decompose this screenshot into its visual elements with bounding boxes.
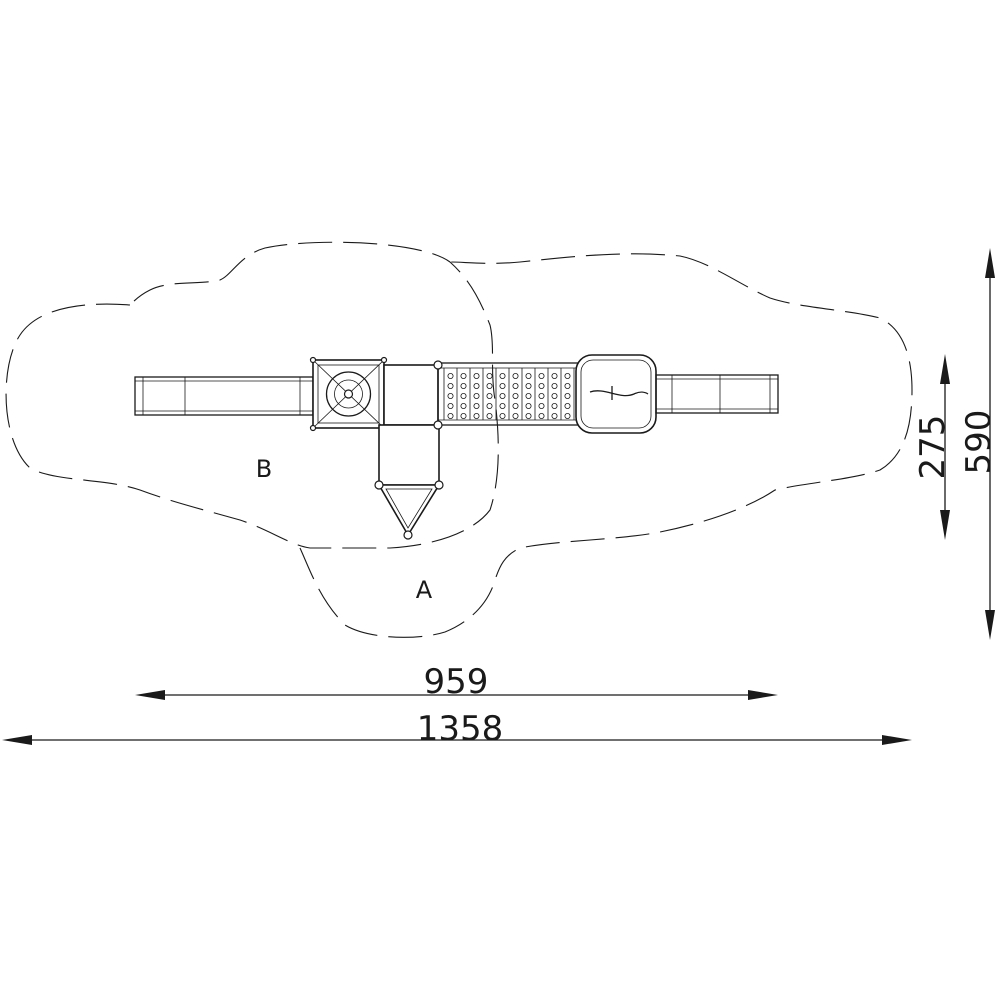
left-slide <box>134 376 314 416</box>
post-marker <box>403 530 413 540</box>
bridge-net-knot <box>512 392 519 399</box>
bridge-net-knot <box>564 392 571 399</box>
bridge-net-knot <box>551 372 558 379</box>
bridge-net-knot <box>551 402 558 409</box>
bridge-net-knot <box>460 372 467 379</box>
bridge-net-knot <box>499 412 506 419</box>
bridge-net-knot <box>447 372 454 379</box>
triangle-platform <box>377 484 441 537</box>
bridge-net-knot <box>447 412 454 419</box>
bridge-net-knot <box>486 392 493 399</box>
bridge-net-knot <box>512 372 519 379</box>
dimension-equipment-length: 959 <box>135 662 778 702</box>
bridge-net-knot <box>551 382 558 389</box>
bridge-net-knot <box>512 382 519 389</box>
bridge-net-knot <box>460 402 467 409</box>
bridge-net-knot <box>486 402 493 409</box>
dimension-equipment-width: 275 <box>913 354 953 540</box>
bridge-net-knot <box>512 412 519 419</box>
bridge-net-knot <box>551 412 558 419</box>
lower-platform <box>378 424 440 486</box>
dimension-equipment-width-value: 275 <box>913 415 953 480</box>
bridge-net-knot <box>538 392 545 399</box>
post-marker <box>433 360 443 370</box>
bridge-net-knot <box>499 392 506 399</box>
bridge-net-knot <box>447 382 454 389</box>
bridge-net-knot <box>473 372 480 379</box>
dimension-overall-width-value: 590 <box>959 410 999 475</box>
bridge-net-knot <box>486 382 493 389</box>
bridge-net-knot <box>538 382 545 389</box>
bridge-net-knot <box>499 372 506 379</box>
bridge-net-knot <box>447 392 454 399</box>
bridge-net-knot <box>564 372 571 379</box>
post-marker <box>433 420 443 430</box>
dimension-equipment-length-value: 959 <box>424 662 489 702</box>
post-marker <box>374 480 384 490</box>
bridge-net-knot <box>564 402 571 409</box>
bridge-net-knot <box>525 382 532 389</box>
bridge-net-knot <box>473 382 480 389</box>
bridge-net-knot <box>525 402 532 409</box>
rounded-tower <box>575 354 657 434</box>
bridge-net-knot <box>473 412 480 419</box>
dimension-overall-width: 590 <box>959 248 999 640</box>
bridge-net-knot <box>460 392 467 399</box>
bridge-net-knot <box>538 372 545 379</box>
safety-zone-b-outline <box>5 241 499 549</box>
bridge-net-knot <box>538 402 545 409</box>
net-bridge <box>437 362 579 426</box>
zone-label-b: B <box>256 455 272 483</box>
safety-zone-a-outline <box>299 253 913 638</box>
central-platform <box>383 364 439 426</box>
bridge-net-knot <box>525 392 532 399</box>
bridge-net-knot <box>473 402 480 409</box>
post-marker <box>434 480 444 490</box>
dimension-overall-length-value: 1358 <box>417 709 504 749</box>
bridge-net-knot <box>460 382 467 389</box>
bridge-net-knot <box>525 412 532 419</box>
bridge-net-knot <box>499 382 506 389</box>
bridge-net-knot <box>564 412 571 419</box>
bridge-net-knot <box>564 382 571 389</box>
roofed-tower <box>309 356 388 432</box>
bridge-net-knot <box>486 372 493 379</box>
bridge-net-knot <box>512 402 519 409</box>
bridge-net-knot <box>551 392 558 399</box>
bridge-net-knot <box>486 412 493 419</box>
right-slide <box>655 374 779 414</box>
bridge-net-knot <box>525 372 532 379</box>
bridge-net-knot <box>447 402 454 409</box>
bridge-net-knot <box>460 412 467 419</box>
bridge-net-knot <box>538 412 545 419</box>
bridge-net-knot <box>499 402 506 409</box>
bridge-net-knot <box>473 392 480 399</box>
zone-label-a: A <box>416 576 433 604</box>
dimension-overall-length: 1358 <box>2 709 912 749</box>
